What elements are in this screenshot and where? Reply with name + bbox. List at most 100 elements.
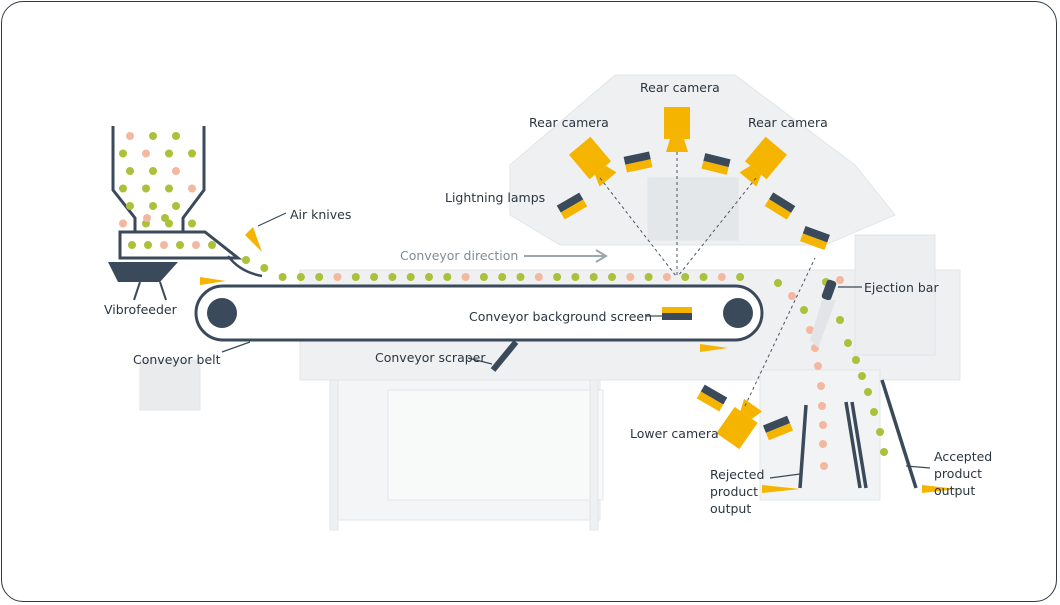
rejected-product-dot [814,362,822,370]
accepted-product-dot [425,273,433,281]
accepted-product-dot [681,273,690,281]
label-lower-camera: Lower camera [630,426,719,441]
label-rear-camera-right: Rear camera [748,115,828,130]
conveyor-belt-leader [221,341,251,353]
accepted-product-dot [165,184,173,193]
lamp-icon [800,226,830,250]
accepted-product-dot [172,202,180,210]
accepted-product-dot [479,273,488,281]
rejected-product-dot [143,214,151,222]
accepted-product-dot [736,273,745,281]
lower-camera [716,398,763,450]
accepted-product-dot [858,372,866,380]
accepted-product-dot [836,316,844,324]
label-ejection-bar: Ejection bar [864,280,939,295]
accepted-product-dot [443,273,452,281]
accepted-product-dot [876,428,884,436]
rejected-product-dot [717,273,726,281]
label-conveyor-scraper: Conveyor scraper [375,350,486,365]
air-knife-nozzles [200,212,958,493]
lightning-lamps [556,151,830,441]
accepted-product-dot [188,149,196,158]
conveyor-belt [194,284,764,342]
accepted-leader [905,465,931,469]
output-chutes [798,379,918,489]
rejected-product-dot [819,421,827,429]
accepted-product-dot [870,408,878,416]
accepted-product-dot [176,241,184,249]
rejected-product-dot [333,273,342,281]
accepted-product-dot [144,241,152,249]
accepted-product-dot [126,202,134,210]
accepted-product-dot [165,219,173,228]
accepted-product-dot [608,273,616,281]
rejected-product-dot [788,292,796,300]
accepted-product-dot [296,273,305,281]
conveyor-direction-arrow [524,249,608,263]
rejected-product-dot [119,219,127,228]
rejected-product-dot [817,382,825,390]
accepted-product-dot [119,184,127,193]
accepted-product-dot [208,241,216,249]
rejected-leader [769,473,801,479]
accepted-product-dot [800,306,808,314]
lamp-icon [762,415,794,441]
accepted-product-dot [406,273,415,281]
accepted-product-dot [149,202,157,210]
accepted-product-dot [172,132,180,140]
accepted-product-dot [188,219,196,228]
label-rejected-output: Rejected product output [710,467,768,516]
rejected-product-dot [188,184,196,193]
rejected-product-dot [626,273,635,281]
accepted-product-dot [128,241,136,249]
conveyor-background-screen [646,307,692,320]
rejected-product-dot [461,273,470,281]
lamp-icon [701,153,731,175]
accepted-product-dot [351,273,360,281]
accepted-product-dot [278,273,287,281]
product-stream [242,256,888,470]
label-accepted-output: Accepted product output [934,449,996,498]
lamp-icon [623,151,653,173]
label-vibrofeeder: Vibrofeeder [104,302,178,317]
rejected-product-dot [806,326,814,334]
accepted-product-dot [644,273,653,281]
accepted-product-dot [880,448,888,456]
label-air-knives: Air knives [290,207,351,222]
accepted-product-dot [571,273,580,281]
accepted-product-dot [516,273,525,281]
label-rear-camera-top: Rear camera [640,80,720,95]
hopper [111,126,206,232]
rejected-product-dot [160,241,168,249]
accepted-product-dot [149,167,157,175]
air-knife-deflector [227,255,263,278]
lamp-icon [556,192,588,220]
rejected-product-dot [172,167,180,175]
rear-camera-left [568,136,617,187]
rejected-product-dot [820,462,828,470]
label-conveyor-direction: Conveyor direction [400,248,518,263]
accepted-product-dot [852,356,860,364]
accepted-product-dot [498,273,507,281]
rejected-product-dot [142,149,150,158]
accepted-product-dot [119,149,127,158]
accepted-product-dot [553,273,562,281]
rejected-product-dot [836,276,844,284]
accepted-product-dot [388,273,397,281]
lamp-icon [764,192,796,220]
vibrofeeder [108,230,243,301]
label-rear-camera-left: Rear camera [529,115,609,130]
rear-camera-right [739,136,788,187]
accepted-product-dot [260,264,269,272]
rejected-product-dot [818,402,826,410]
rejected-product-dot [534,273,543,281]
rejected-product-dot [819,440,827,448]
accepted-product-dot [699,273,708,281]
label-lightning-lamps: Lightning lamps [445,190,545,205]
accepted-product-dot [774,279,782,287]
ejection-bar [810,279,862,348]
rear-camera-top [664,107,690,152]
accepted-product-dot [161,214,169,222]
accepted-product-dot [864,388,872,396]
